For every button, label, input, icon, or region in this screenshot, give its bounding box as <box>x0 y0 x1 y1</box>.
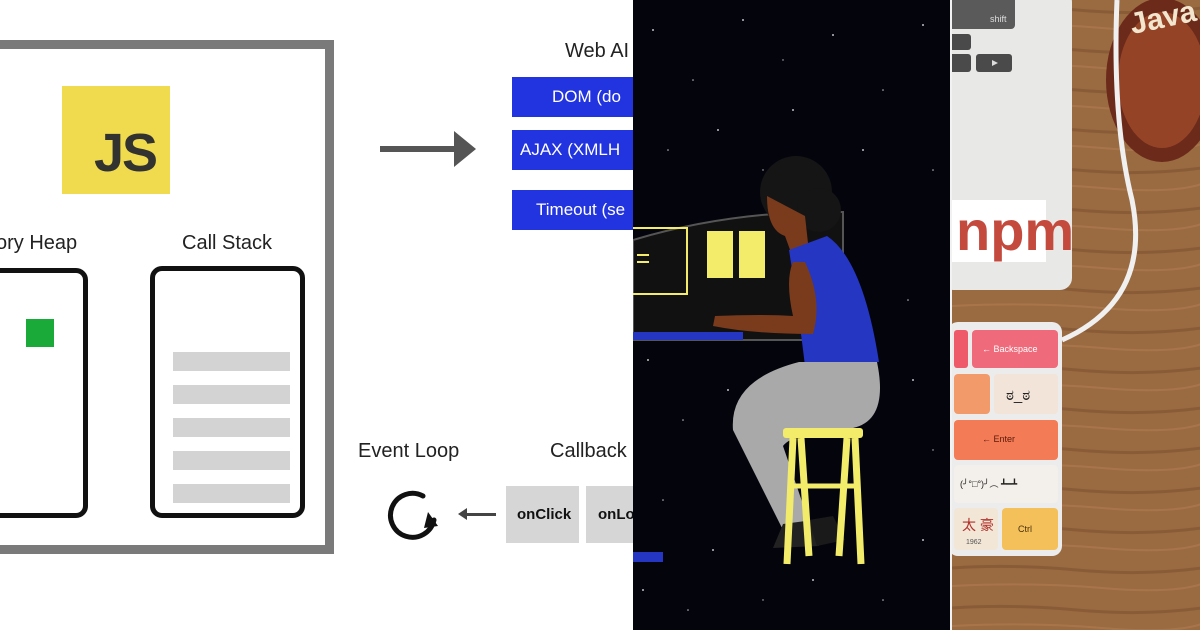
heap-object-green <box>26 319 54 347</box>
callback-arrow-shaft <box>466 513 496 516</box>
web-api-ajax: AJAX (XMLH <box>512 130 633 170</box>
memory-heap-label: ory Heap <box>0 232 78 254</box>
desk-photo: shift npm Java ← Backspace ಠ_ಠ ← Enter (… <box>950 0 1200 630</box>
web-api-timeout: Timeout (se <box>512 190 633 230</box>
call-stack-box <box>150 266 305 518</box>
event-loop-label: Event Loop <box>358 440 460 462</box>
callback-onload: onLo <box>586 486 633 543</box>
shift-key-label: shift <box>990 14 1007 24</box>
npm-sticker: npm <box>956 199 1074 262</box>
coder-illustration-art <box>633 19 934 611</box>
kaomoji-key: (╯°□°)╯︵ ┻━┻ <box>960 478 1018 489</box>
stack-frame <box>173 385 290 404</box>
desk-photo-art: shift npm Java ← Backspace ಠ_ಠ ← Enter (… <box>952 0 1200 630</box>
flow-arrow-shaft <box>380 146 460 152</box>
coder-illustration <box>633 0 950 630</box>
stack-frame <box>173 451 290 470</box>
js-engine-box <box>0 40 334 554</box>
callback-queue-label: Callback <box>550 440 627 462</box>
callback-onclick: onClick <box>506 486 579 543</box>
stack-frame <box>173 352 290 371</box>
backspace-key: ← Backspace <box>982 344 1038 354</box>
stack-frame <box>173 418 290 437</box>
js-runtime-diagram: JS ory Heap Call Stack Web AI DOM (do AJ… <box>0 40 633 554</box>
event-loop-icon <box>388 490 438 540</box>
stack-frame <box>173 484 290 503</box>
kanji-key-year: 1962 <box>966 539 982 546</box>
web-api-dom: DOM (do <box>512 77 633 117</box>
flow-arrow-icon <box>454 131 476 167</box>
js-logo-text: JS <box>93 123 158 183</box>
js-logo: JS <box>62 86 170 194</box>
ctrl-key: Ctrl <box>1018 524 1032 534</box>
call-stack-label: Call Stack <box>182 232 273 254</box>
callback-arrow-icon <box>458 508 467 520</box>
kanji-key: 太 豪 <box>962 517 994 533</box>
web-apis-label: Web AI <box>565 40 630 62</box>
enter-key: ← Enter <box>982 434 1015 444</box>
stars-icon <box>642 19 934 611</box>
memory-heap-box <box>0 268 88 518</box>
emoticon-key: ಠ_ಠ <box>1006 387 1030 404</box>
